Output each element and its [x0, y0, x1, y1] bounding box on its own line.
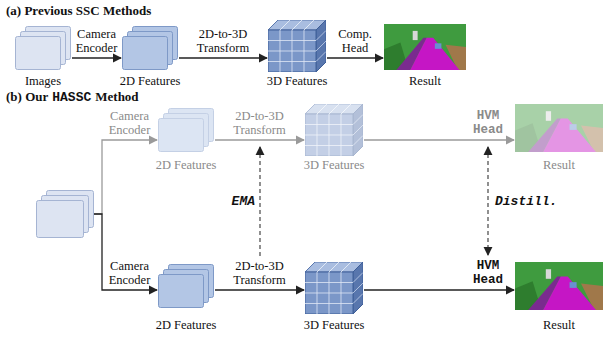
feature-node: Result — [515, 262, 603, 310]
feature-node — [36, 190, 94, 238]
ema-arrow — [259, 147, 260, 256]
cube-icon — [268, 20, 326, 72]
edge-label: HVM Head — [461, 259, 515, 287]
edge-label: Camera Encoder — [74, 27, 119, 55]
heading-part: HASSC — [52, 90, 91, 105]
flow-arrow — [364, 289, 514, 290]
flow-arrow — [215, 289, 304, 290]
node-caption: 3D Features — [304, 158, 365, 172]
edge-label: 2D-to-3D Transform — [181, 27, 265, 55]
feature-node: 3D Features — [305, 262, 363, 314]
node-caption: 3D Features — [267, 74, 328, 88]
node-caption: 3D Features — [304, 318, 365, 332]
feature-node: 3D Features — [268, 20, 326, 72]
panel-heading: (a) Previous SSC Methods — [6, 3, 151, 18]
cube-icon — [305, 104, 363, 156]
node-caption: Images — [25, 74, 61, 88]
edge-label: HVM Head — [461, 109, 515, 137]
img-icon — [36, 190, 94, 238]
feature-node: 3D Features — [305, 104, 363, 156]
feature-node: 2D Features — [122, 26, 178, 70]
feature-node: Result — [384, 24, 466, 70]
flow-arrow — [72, 57, 121, 58]
node-caption: 2D Features — [156, 158, 217, 172]
feature-node: Result — [515, 104, 603, 152]
feature-node: 2D Features — [158, 108, 214, 152]
edge-label: 2D-to-3D Transform — [217, 109, 302, 137]
node-caption: 2D Features — [156, 318, 217, 332]
result-icon — [515, 104, 603, 152]
flow-arrow — [364, 139, 514, 140]
flow-arrow — [215, 139, 304, 140]
heading-part: Method — [95, 89, 138, 104]
heading-part: (b) Our — [6, 89, 48, 104]
cube-icon — [305, 262, 363, 314]
edge-label: Camera Encoder — [104, 259, 155, 287]
flow-arrow — [94, 140, 157, 214]
feature-node: 2D Features — [158, 264, 214, 308]
result-icon — [384, 24, 466, 70]
edge-label: Camera Encoder — [104, 109, 155, 137]
feat-icon — [158, 264, 214, 308]
edge-label: 2D-to-3D Transform — [217, 259, 302, 287]
edge-label: Comp. Head — [329, 27, 381, 55]
feat-icon — [158, 108, 214, 152]
img-icon — [15, 26, 71, 70]
flow-arrow — [179, 57, 267, 58]
node-caption: Result — [543, 318, 575, 332]
node-caption: Result — [409, 74, 441, 88]
feat-icon — [122, 26, 178, 70]
panel-heading: (b) Our HASSC Method — [6, 89, 139, 105]
feature-node: Images — [15, 26, 71, 70]
node-caption: 2D Features — [120, 74, 181, 88]
result-icon — [515, 262, 603, 310]
arrow-label: Distill. — [495, 194, 557, 209]
flow-arrow — [327, 57, 383, 58]
distill-arrow — [487, 147, 488, 255]
arrow-label: EMA — [232, 194, 255, 209]
flow-arrow — [94, 214, 157, 290]
node-caption: Result — [543, 158, 575, 172]
